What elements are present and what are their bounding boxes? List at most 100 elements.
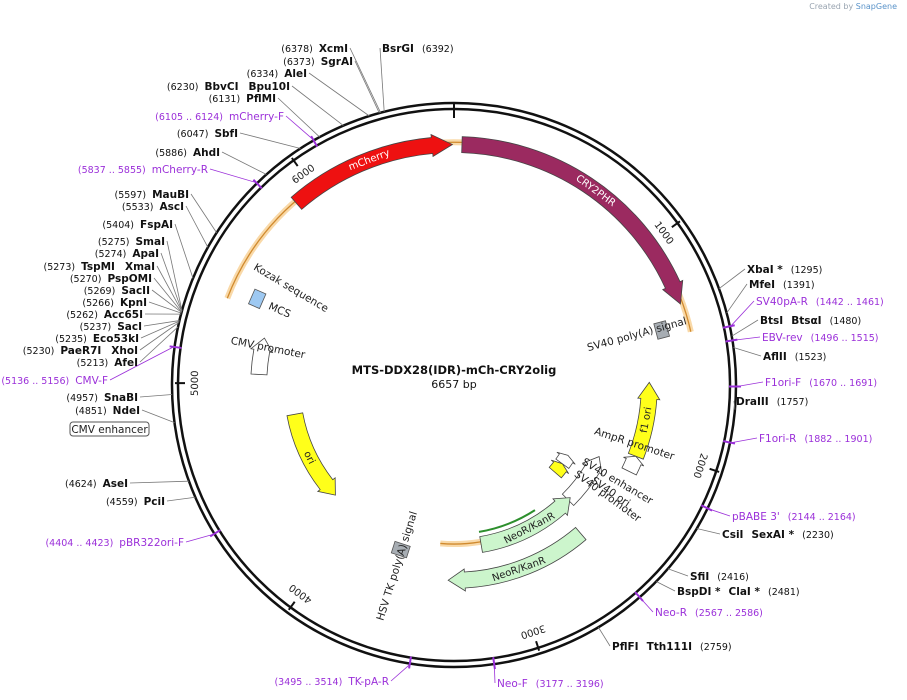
enzyme-label: (6373)SgrAI xyxy=(283,56,353,68)
enzyme-text: SacI xyxy=(117,321,142,333)
enzyme-text: (5597) xyxy=(114,190,146,201)
feature-thin-arc xyxy=(226,141,692,332)
enzyme-text: (5230) xyxy=(23,346,55,357)
neo-cds-arc xyxy=(478,509,536,533)
primer-text: mCherry-F xyxy=(229,111,284,123)
enzyme-leader xyxy=(160,252,183,312)
enzyme-text: (6230) xyxy=(167,82,199,93)
primer-text: (1882 .. 1901) xyxy=(804,434,872,445)
enzyme-label: (4957)SnaBI xyxy=(66,392,138,404)
primer-site xyxy=(169,345,182,349)
enzyme-leader xyxy=(731,319,759,337)
primer-label: F1ori-R (1882 .. 1901) xyxy=(759,433,872,445)
enzyme-leader xyxy=(129,480,189,484)
enzyme-text: Tth111I xyxy=(647,641,692,653)
enzyme-leader xyxy=(308,72,370,117)
enzyme-text: PciI xyxy=(144,496,165,508)
primer-leader xyxy=(730,437,758,444)
primer-label: pBABE 3'(2144 .. 2164) xyxy=(732,511,856,523)
primer-text: Neo-R xyxy=(655,607,687,619)
enzyme-leader xyxy=(139,326,179,363)
enzyme-label: (5237) SacI xyxy=(80,321,142,333)
enzyme-label: (4851)NdeI xyxy=(75,405,140,417)
watermark-brand: SnapGene xyxy=(855,2,897,11)
enzyme-text: ApaI xyxy=(132,248,159,260)
primer-label: (5136 .. 5156)CMV-F xyxy=(1,375,108,387)
enzyme-text: AhdI xyxy=(193,147,220,159)
enzyme-label: (4624)AseI xyxy=(65,478,128,490)
tick-label: 2000 xyxy=(690,452,708,480)
enzyme-text: (6373) xyxy=(283,57,315,68)
primer-label: (6105 .. 6124)mCherry-F xyxy=(155,111,284,123)
enzyme-text: (5237) xyxy=(80,322,112,333)
enzyme-text: PaeR7I xyxy=(60,345,101,357)
enzyme-text: AflII xyxy=(763,351,787,363)
enzyme-label: (5533)AscI xyxy=(122,201,184,213)
enzyme-text: MauBI xyxy=(152,189,189,201)
enzyme-text: CsiI xyxy=(722,529,743,541)
enzyme-leader xyxy=(656,581,676,592)
enzyme-text: PflFI xyxy=(612,641,639,653)
primer-text: Neo-F xyxy=(497,678,528,690)
enzyme-leader xyxy=(143,320,180,327)
tick-mark xyxy=(709,467,720,473)
primer-text: (1670 .. 1691) xyxy=(809,378,877,389)
enzyme-leader xyxy=(139,394,173,398)
primer-text: (5136 .. 5156) xyxy=(1,376,69,387)
enzyme-label: (6047)SbfI xyxy=(177,128,238,140)
enzyme-text: BspDI * xyxy=(677,586,721,598)
primer-leader xyxy=(109,346,174,381)
enzyme-text: Eco53kI xyxy=(93,333,139,345)
enzyme-text: (5213) xyxy=(77,358,109,369)
enzyme-leader xyxy=(156,265,183,312)
primer-text: pBR322ori-F xyxy=(119,537,184,549)
enzyme-label: (4559) PciI xyxy=(106,496,165,508)
enzyme-leader xyxy=(140,320,180,339)
enzyme-text: FspAI xyxy=(140,219,173,231)
enzyme-text: PflMI xyxy=(246,93,276,105)
cmv-enhancer-label: CMV enhancer xyxy=(71,424,148,436)
primer-text: (1496 .. 1515) xyxy=(811,333,879,344)
primer-site xyxy=(725,338,738,343)
enzyme-label: (6131)PflMI xyxy=(209,93,276,105)
primer-label: SV40pA-R(1442 .. 1461) xyxy=(756,296,884,308)
primer-site xyxy=(252,179,263,190)
enzyme-text: SacII xyxy=(121,285,150,297)
enzyme-text: (1391) xyxy=(783,280,815,291)
enzyme-leader xyxy=(733,347,762,357)
enzyme-text: DraIII xyxy=(736,396,769,408)
feature-CMV-promoter xyxy=(249,337,274,376)
feature-NeoR-KanR-1 xyxy=(479,497,571,553)
enzyme-leader xyxy=(726,283,748,314)
primer-text: SV40pA-R xyxy=(756,296,808,308)
enzyme-label: (5404)FspAI xyxy=(102,219,173,231)
primer-text: pBABE 3' xyxy=(732,511,780,523)
enzyme-text: BtsαI xyxy=(791,315,821,327)
primer-site xyxy=(700,504,713,512)
primer-text: EBV-rev xyxy=(762,332,803,344)
enzyme-label: (5262)Acc65I xyxy=(66,309,143,321)
tick-mark xyxy=(535,640,541,652)
sv40-polya-box xyxy=(653,320,671,340)
enzyme-text: Bpu10I xyxy=(248,81,290,93)
enzyme-text: ClaI * xyxy=(729,586,761,598)
enzyme-label: (5266)KpnI xyxy=(82,297,147,309)
primer-site xyxy=(209,529,221,538)
feature-f1-ori xyxy=(627,381,661,460)
enzyme-label: (5886)AhdI xyxy=(155,147,220,159)
enzyme-label: (5270)PspOMI xyxy=(70,273,152,285)
primer-text: (4404 .. 4423) xyxy=(45,538,113,549)
enzyme-leader xyxy=(139,322,180,351)
enzyme-text: (4559) xyxy=(106,497,138,508)
primer-text: (3495 .. 3514) xyxy=(274,677,342,688)
primer-leader xyxy=(185,533,214,543)
enzyme-text: (6334) xyxy=(247,69,279,80)
primer-site xyxy=(408,656,412,669)
enzyme-label: (5235)Eco53kI xyxy=(55,333,139,345)
primer-text: F1ori-R xyxy=(759,433,796,445)
enzyme-leader xyxy=(166,240,183,311)
primer-label: EBV-rev (1496 .. 1515) xyxy=(762,332,879,344)
